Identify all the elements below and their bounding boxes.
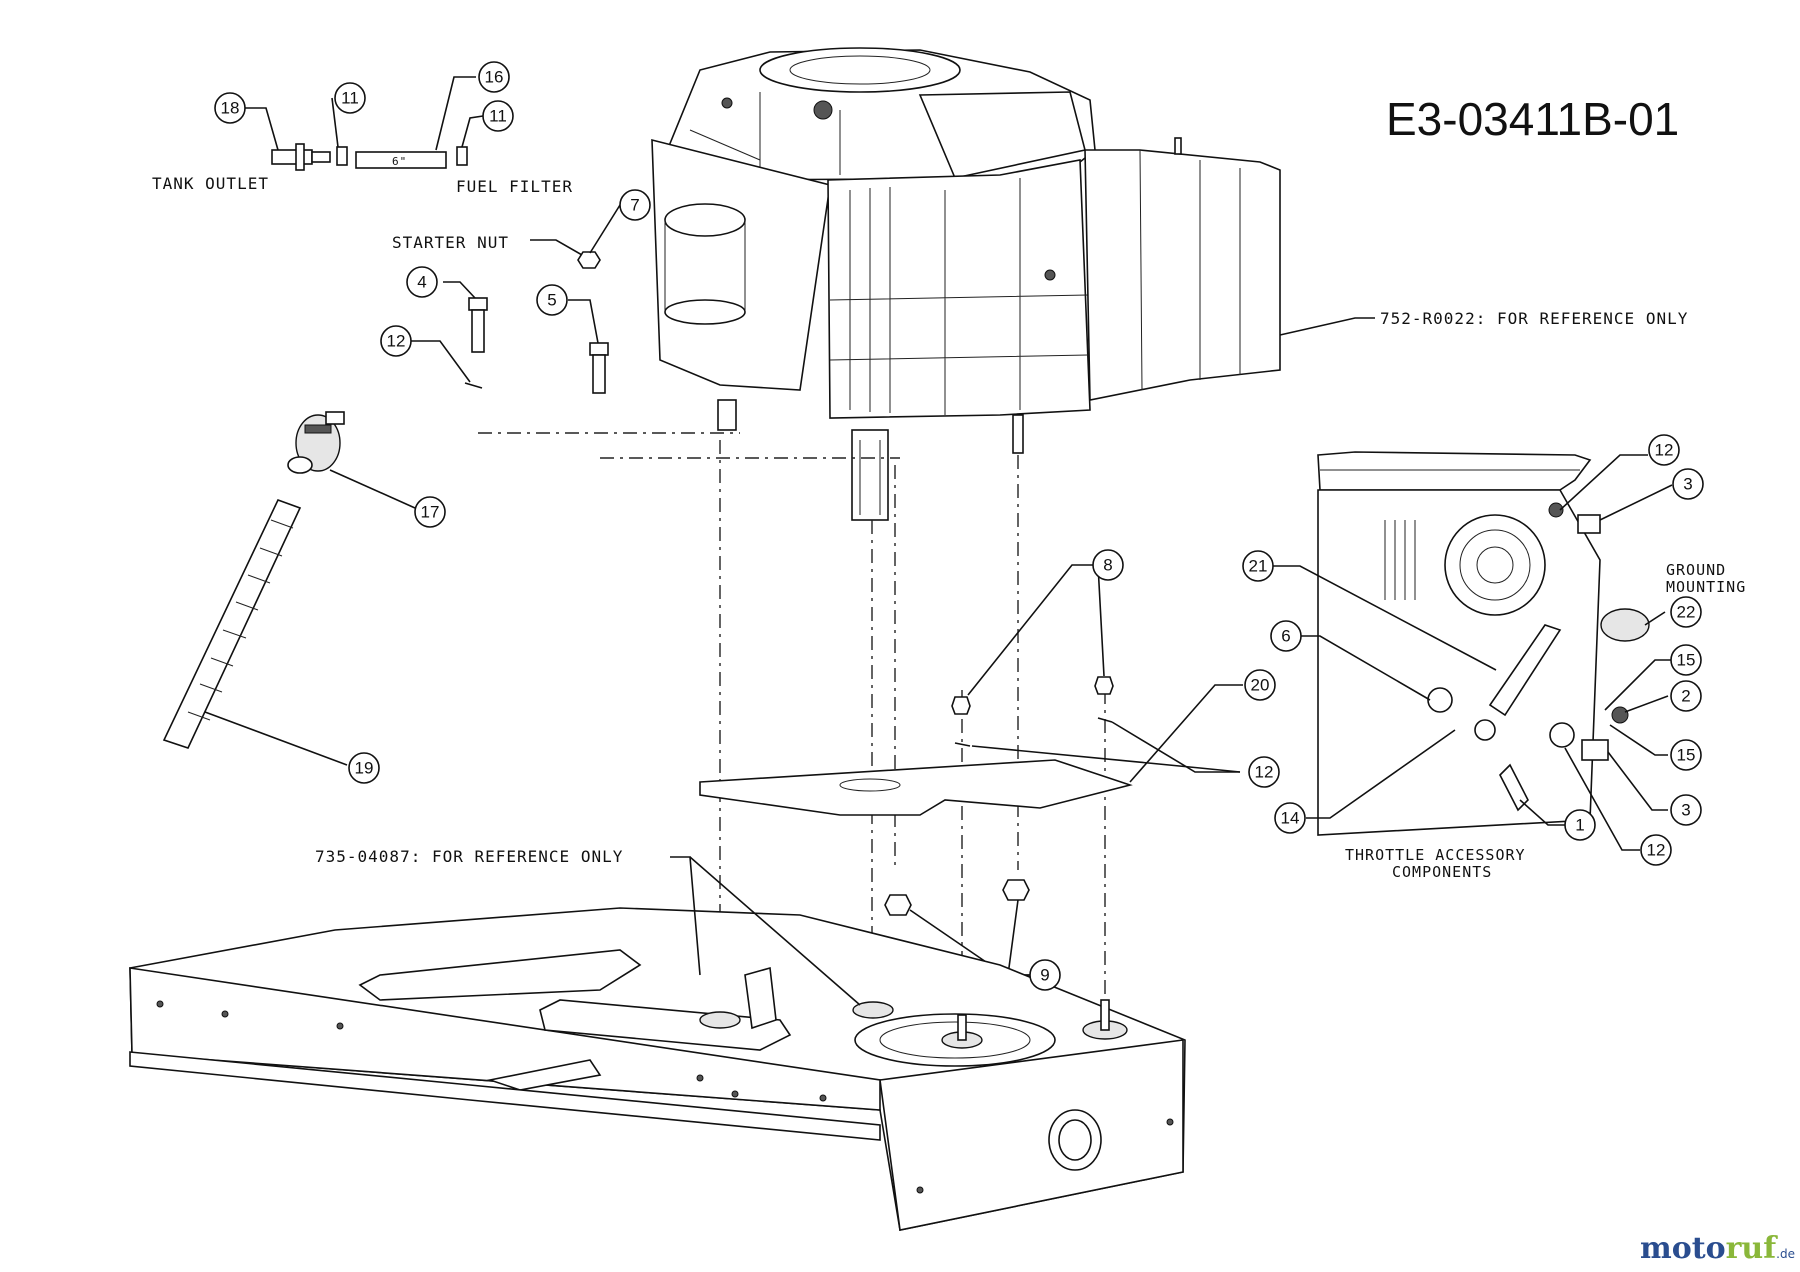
hose-length-label: 6" bbox=[392, 155, 407, 168]
svg-text:7: 7 bbox=[630, 196, 639, 215]
callout-3: 3 bbox=[1670, 794, 1702, 826]
svg-text:12: 12 bbox=[1647, 841, 1666, 860]
callout-11: 11 bbox=[334, 82, 366, 114]
callout-12: 12 bbox=[1640, 834, 1672, 866]
svg-text:11: 11 bbox=[489, 107, 507, 126]
svg-text:16: 16 bbox=[485, 68, 504, 87]
svg-text:3: 3 bbox=[1681, 801, 1690, 820]
svg-text:21: 21 bbox=[1249, 557, 1268, 576]
svg-text:2: 2 bbox=[1681, 687, 1690, 706]
callout-7: 7 bbox=[619, 189, 651, 221]
tractor-frame: 735-04087: FOR REFERENCE ONLY bbox=[129, 847, 1186, 1231]
callout-17: 17 bbox=[414, 496, 446, 528]
callout-12: 12 bbox=[1648, 434, 1680, 466]
throttle-label-2: COMPONENTS bbox=[1392, 863, 1492, 881]
callout-1: 1 bbox=[1564, 809, 1596, 841]
svg-text:14: 14 bbox=[1281, 809, 1300, 828]
svg-text:3: 3 bbox=[1683, 475, 1692, 494]
callout-16: 16 bbox=[478, 61, 510, 93]
throttle-inset: GROUND MOUNTING THROTTLE ACCESSORY COMPO… bbox=[1272, 451, 1746, 881]
ground-mounting-label-2: MOUNTING bbox=[1666, 578, 1746, 596]
svg-text:18: 18 bbox=[221, 99, 240, 118]
callout-12: 12 bbox=[380, 325, 412, 357]
svg-text:12: 12 bbox=[387, 332, 406, 351]
fuel-hose bbox=[355, 151, 447, 169]
svg-text:9: 9 bbox=[1040, 966, 1049, 985]
callout-15: 15 bbox=[1670, 739, 1702, 771]
ground-mounting-label-1: GROUND bbox=[1666, 561, 1726, 579]
starter-nut-label: STARTER NUT bbox=[392, 233, 509, 252]
engine-ref-label: 752-R0022: FOR REFERENCE ONLY bbox=[1380, 309, 1688, 328]
callout-6: 6 bbox=[1270, 620, 1302, 652]
svg-text:15: 15 bbox=[1677, 651, 1696, 670]
fuel-filter-17 bbox=[287, 411, 416, 509]
callout-19: 19 bbox=[348, 752, 380, 784]
svg-text:11: 11 bbox=[341, 89, 359, 108]
frame-ref-label: 735-04087: FOR REFERENCE ONLY bbox=[315, 847, 623, 866]
callout-18: 18 bbox=[214, 92, 246, 124]
fuel-filter-label: FUEL FILTER bbox=[456, 177, 573, 196]
alignment-lines bbox=[478, 432, 1106, 1035]
svg-text:1: 1 bbox=[1575, 816, 1584, 835]
fuel-hose-19 bbox=[162, 498, 348, 766]
callout-2: 2 bbox=[1670, 680, 1702, 712]
hose-clamp-b bbox=[456, 146, 468, 166]
fuel-line-parts: 6" TANK OUTLET FUEL FILTER bbox=[152, 76, 573, 196]
svg-text:motoruf.de: motoruf.de bbox=[1640, 1231, 1795, 1266]
throttle-label-1: THROTTLE ACCESSORY bbox=[1345, 846, 1526, 864]
watermark-logo: motoruf.de bbox=[1640, 1231, 1795, 1266]
callout-8: 8 bbox=[1092, 549, 1124, 581]
svg-text:12: 12 bbox=[1655, 441, 1674, 460]
starter-nut-group: STARTER NUT bbox=[392, 204, 621, 269]
svg-text:5: 5 bbox=[547, 291, 556, 310]
svg-text:17: 17 bbox=[421, 503, 440, 522]
callout-bubbles: 18 11 16 11 7 4 5 12 17 19 8 20 12 9 12 … bbox=[214, 61, 1704, 991]
diagram-id: E3-03411B-01 bbox=[1386, 93, 1679, 145]
svg-text:19: 19 bbox=[355, 759, 374, 778]
svg-text:8: 8 bbox=[1103, 556, 1112, 575]
callout-9: 9 bbox=[1029, 959, 1061, 991]
tank-outlet-fitting bbox=[271, 143, 331, 171]
callout-12: 12 bbox=[1248, 756, 1280, 788]
callout-11: 11 bbox=[482, 100, 514, 132]
callout-15: 15 bbox=[1670, 644, 1702, 676]
svg-text:20: 20 bbox=[1251, 676, 1270, 695]
svg-text:22: 22 bbox=[1677, 603, 1696, 622]
svg-text:4: 4 bbox=[417, 273, 426, 292]
callout-5: 5 bbox=[536, 284, 568, 316]
svg-text:12: 12 bbox=[1255, 763, 1274, 782]
engine: 752-R0022: FOR REFERENCE ONLY bbox=[651, 47, 1688, 521]
callout-22: 22 bbox=[1670, 596, 1702, 628]
bolts bbox=[410, 281, 609, 394]
callout-4: 4 bbox=[406, 266, 438, 298]
callout-14: 14 bbox=[1274, 802, 1306, 834]
tank-outlet-label: TANK OUTLET bbox=[152, 174, 269, 193]
callout-21: 21 bbox=[1242, 550, 1274, 582]
svg-text:6: 6 bbox=[1281, 627, 1290, 646]
hose-clamp-a bbox=[336, 146, 348, 166]
callout-3: 3 bbox=[1672, 468, 1704, 500]
callout-20: 20 bbox=[1244, 669, 1276, 701]
mounting-plate bbox=[699, 684, 1243, 816]
svg-text:15: 15 bbox=[1677, 746, 1696, 765]
